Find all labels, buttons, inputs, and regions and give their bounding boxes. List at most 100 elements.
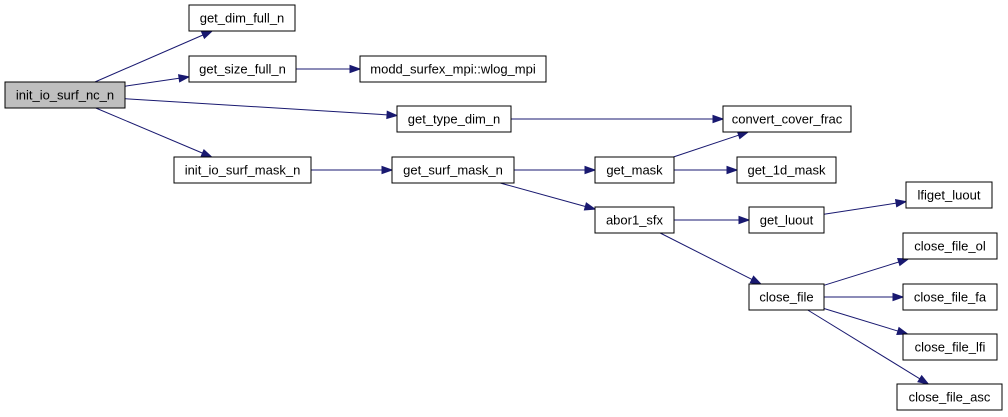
edge-line: [823, 202, 897, 215]
node-label: close_file: [759, 290, 813, 305]
edge-init_io_surf_nc_n-to-get_type_dim_n: [124, 98, 399, 120]
edges-layer: [94, 30, 930, 385]
edge-close_file-to-close_file_lfi: [823, 307, 909, 336]
edge-abor1_sfx-to-close_file: [659, 232, 763, 285]
arrowhead: [892, 292, 905, 302]
node-box[interactable]: [748, 206, 825, 234]
node-box[interactable]: [594, 156, 675, 184]
node-label: lfiget_luout: [918, 188, 981, 203]
arrowhead: [381, 165, 394, 175]
node-get_dim_full_n[interactable]: get_dim_full_n: [188, 4, 296, 32]
edge-close_file-to-close_file_fa: [824, 292, 905, 302]
node-label: abor1_sfx: [606, 213, 664, 228]
node-box[interactable]: [359, 55, 547, 83]
arrowhead: [712, 114, 725, 124]
node-label: init_io_surf_nc_n: [16, 88, 114, 103]
arrowhead: [738, 215, 751, 225]
edge-line: [807, 309, 921, 380]
arrowhead: [726, 165, 739, 175]
node-label: get_mask: [606, 163, 663, 178]
arrowhead: [386, 110, 399, 120]
edge-abor1_sfx-to-get_luout: [674, 215, 751, 225]
node-box[interactable]: [4, 81, 126, 109]
edge-get_luout-to-lfiget_luout: [823, 198, 908, 215]
arrowhead: [200, 148, 214, 158]
arrowhead: [583, 202, 597, 211]
arrowhead: [917, 374, 930, 385]
edge-init_io_surf_mask_n-to-get_surf_mask_n: [311, 165, 394, 175]
node-close_file_asc[interactable]: close_file_asc: [896, 383, 1003, 411]
node-box[interactable]: [902, 232, 998, 260]
node-label: get_dim_full_n: [200, 11, 285, 26]
edge-init_io_surf_nc_n-to-get_size_full_n: [124, 74, 191, 87]
edge-line: [500, 182, 586, 207]
node-box[interactable]: [391, 156, 515, 184]
node-get_surf_mask_n[interactable]: get_surf_mask_n: [391, 156, 515, 184]
node-box[interactable]: [902, 333, 998, 361]
arrowhead: [736, 131, 750, 140]
arrowhead: [897, 258, 910, 267]
node-box[interactable]: [902, 283, 998, 311]
node-label: convert_cover_frac: [732, 112, 843, 127]
edge-init_io_surf_nc_n-to-init_io_surf_mask_n: [95, 107, 214, 158]
node-convert_cover_frac[interactable]: convert_cover_frac: [722, 105, 852, 133]
node-label: get_size_full_n: [199, 62, 286, 77]
node-label: get_1d_mask: [747, 163, 826, 178]
node-get_mask[interactable]: get_mask: [594, 156, 675, 184]
edge-line: [124, 98, 388, 116]
edge-line: [823, 261, 899, 286]
node-box[interactable]: [896, 383, 1003, 411]
node-box[interactable]: [905, 181, 993, 209]
edge-close_file-to-close_file_ol: [823, 258, 910, 286]
edge-line: [823, 307, 899, 332]
nodes-layer: init_io_surf_nc_n get_dim_full_n get_size_…: [4, 4, 1003, 411]
node-box[interactable]: [173, 156, 312, 184]
node-get_1d_mask[interactable]: get_1d_mask: [736, 156, 837, 184]
edge-line: [659, 232, 753, 280]
node-close_file_fa[interactable]: close_file_fa: [902, 283, 998, 311]
node-close_file[interactable]: close_file: [748, 283, 825, 311]
node-get_size_full_n[interactable]: get_size_full_n: [188, 55, 297, 83]
edge-line: [95, 107, 203, 154]
node-get_luout[interactable]: get_luout: [748, 206, 825, 234]
edge-line: [673, 134, 739, 158]
node-box[interactable]: [736, 156, 837, 184]
node-box[interactable]: [188, 4, 296, 32]
node-modd_surfex_mpi_wlog_mpi[interactable]: modd_surfex_mpi::wlog_mpi: [359, 55, 547, 83]
edge-get_mask-to-get_1d_mask: [674, 165, 739, 175]
edge-close_file-to-close_file_asc: [807, 309, 930, 385]
node-label: init_io_surf_mask_n: [185, 163, 301, 178]
node-label: close_file_fa: [914, 290, 987, 305]
node-label: close_file_asc: [909, 390, 991, 405]
node-init_io_surf_mask_n[interactable]: init_io_surf_mask_n: [173, 156, 312, 184]
node-close_file_lfi[interactable]: close_file_lfi: [902, 333, 998, 361]
arrowhead: [896, 326, 909, 336]
edge-get_mask-to-convert_cover_frac: [673, 131, 750, 158]
node-get_type_dim_n[interactable]: get_type_dim_n: [396, 105, 512, 133]
node-lfiget_luout[interactable]: lfiget_luout: [905, 181, 993, 209]
edge-line: [94, 34, 204, 83]
node-box[interactable]: [722, 105, 852, 133]
arrowhead: [177, 74, 191, 83]
arrowhead: [200, 30, 214, 40]
node-label: get_type_dim_n: [408, 112, 501, 127]
node-label: get_surf_mask_n: [403, 163, 503, 178]
node-close_file_ol[interactable]: close_file_ol: [902, 232, 998, 260]
arrowhead: [894, 198, 908, 208]
edge-get_size_full_n-to-modd_surfex_mpi_wlog_mpi: [296, 64, 362, 74]
node-box[interactable]: [188, 55, 297, 83]
node-init_io_surf_nc_n[interactable]: init_io_surf_nc_n: [4, 81, 126, 109]
edge-line: [124, 77, 180, 87]
arrowhead: [749, 275, 763, 285]
node-label: modd_surfex_mpi::wlog_mpi: [370, 62, 536, 77]
node-label: close_file_ol: [914, 239, 986, 254]
node-box[interactable]: [748, 283, 825, 311]
edge-get_type_dim_n-to-convert_cover_frac: [511, 114, 725, 124]
node-label: close_file_lfi: [915, 340, 986, 355]
node-box[interactable]: [594, 206, 675, 234]
arrowhead: [584, 165, 597, 175]
node-abor1_sfx[interactable]: abor1_sfx: [594, 206, 675, 234]
node-label: get_luout: [760, 213, 814, 228]
node-box[interactable]: [396, 105, 512, 133]
